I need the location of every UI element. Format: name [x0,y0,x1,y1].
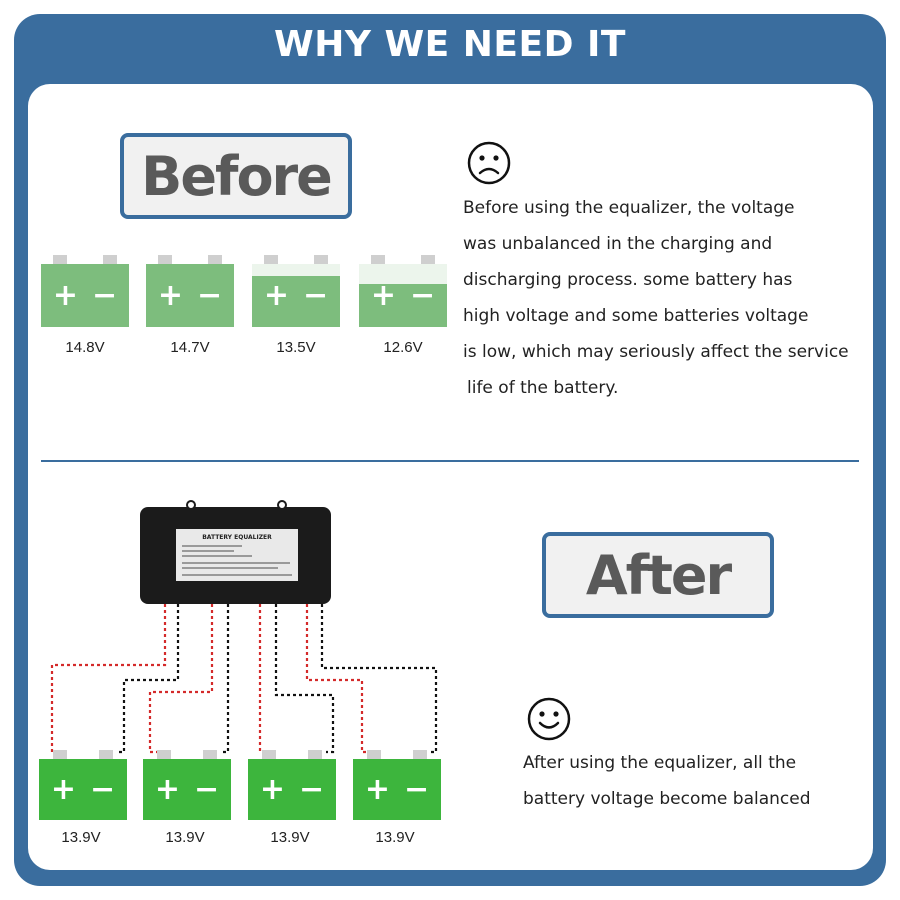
before-description-line: is low, which may seriously affect the s… [463,342,849,362]
minus-sign: − [404,772,430,807]
after-description-line: After using the equalizer, all the [523,753,797,773]
before-battery-1: + − [41,255,129,327]
before-description-line: discharging process. some battery has [463,270,793,290]
minus-sign: − [194,772,220,807]
after-voltage-2: 13.9V [165,829,205,846]
before-battery-3: + − [252,255,340,327]
equalizer-title: BATTERY EQUALIZER [202,534,272,541]
happy-face-icon [527,697,571,741]
battery-equalizer-device: BATTERY EQUALIZER [140,500,331,604]
after-badge-label: After [585,543,732,607]
before-description-line: Before using the equalizer, the voltage [463,198,795,218]
wire-red-4 [305,604,372,754]
before-description-line: life of the battery. [467,378,619,398]
wire-red-3 [258,604,267,754]
wire-red-2 [148,604,214,754]
before-voltage-4: 12.6V [383,339,423,356]
before-voltage-1: 14.8V [65,339,105,356]
sad-face-icon [467,141,511,185]
plus-sign: + [52,278,78,313]
page-title: WHY WE NEED IT [274,24,626,65]
minus-sign: − [303,278,329,313]
plus-sign: + [259,772,285,807]
after-voltage-3: 13.9V [270,829,310,846]
after-voltage-1: 13.9V [61,829,101,846]
wire-black-4 [320,604,438,754]
after-battery-3: + − [248,750,336,820]
minus-sign: − [90,772,116,807]
before-description: Before using the equalizer, the voltage … [463,190,849,406]
after-battery-4: + − [353,750,441,820]
before-badge: Before [120,133,352,219]
plus-sign: + [263,278,289,313]
before-battery-2: + − [146,255,234,327]
before-badge-label: Before [141,144,333,208]
after-description-line: battery voltage become balanced [523,789,811,809]
before-battery-4: + − [359,255,447,327]
after-badge: After [542,532,774,618]
after-voltage-4: 13.9V [375,829,415,846]
minus-sign: − [92,278,118,313]
minus-sign: − [299,772,325,807]
plus-sign: + [50,772,76,807]
wire-black-2 [220,604,230,754]
after-battery-2: + − [143,750,231,820]
wire-black-1 [117,604,180,754]
before-voltage-2: 14.7V [170,339,210,356]
wire-red-1 [50,604,167,754]
plus-sign: + [364,772,390,807]
before-description-line: was unbalanced in the charging and [463,234,773,254]
section-divider [41,460,859,462]
after-description: After using the equalizer, all the batte… [523,745,811,817]
plus-sign: + [154,772,180,807]
before-voltage-3: 13.5V [276,339,316,356]
wire-black-3 [274,604,335,754]
after-battery-1: + − [39,750,127,820]
plus-sign: + [157,278,183,313]
minus-sign: − [197,278,223,313]
equalizer-label-plate: BATTERY EQUALIZER [176,529,298,581]
before-description-line: high voltage and some batteries voltage [463,306,809,326]
